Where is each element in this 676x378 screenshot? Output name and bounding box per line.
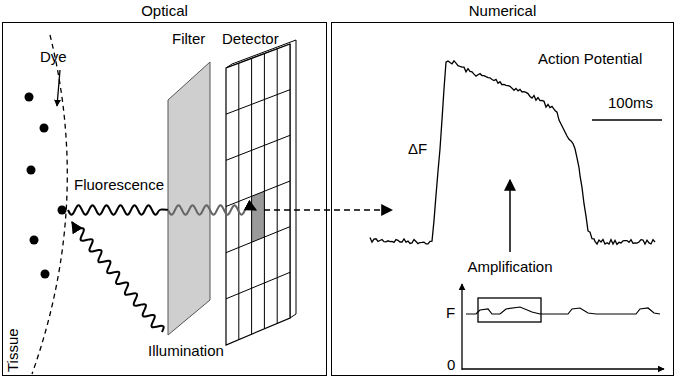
y-axis (461, 284, 462, 370)
filter-label: Filter (172, 30, 205, 48)
dye-pointer (57, 70, 60, 106)
amplification-arrow (509, 180, 511, 252)
dye-dot (30, 236, 39, 245)
tissue-surface (32, 35, 67, 374)
filtered-wave (168, 205, 256, 214)
axis-label: F (446, 304, 455, 322)
panel-heading: Optical (3, 2, 326, 19)
dye-label: Dye (40, 48, 67, 66)
grid-line (226, 181, 290, 207)
illumination-wave (72, 222, 164, 332)
scale-label: 100ms (608, 94, 653, 112)
trace-title: Action Potential (538, 50, 642, 68)
grid-line (226, 272, 290, 299)
grid-line (226, 135, 290, 160)
detector-face (226, 44, 290, 345)
grid-line (226, 227, 290, 253)
detector-grid (226, 40, 296, 345)
dye-dot (41, 270, 50, 279)
action-potential-trace (370, 61, 655, 244)
light-waves (68, 205, 256, 332)
dye-dot (40, 124, 49, 133)
illumination-label: Illumination (148, 342, 224, 360)
dye-dot (27, 166, 36, 175)
grid-line (226, 90, 290, 115)
dye-dot (25, 93, 34, 102)
fluorescence-label: Fluorescence (74, 176, 164, 194)
axis-label: 0 (447, 356, 455, 374)
zoom-box (478, 298, 541, 322)
scale-bar (592, 119, 662, 121)
delta-f-label: ΔF (408, 140, 427, 158)
amplification-label: Amplification (467, 258, 552, 276)
dye-dot (58, 206, 67, 215)
raw-trace (466, 307, 660, 314)
fluorescence-wave (68, 205, 168, 214)
detector-pixel (252, 191, 265, 242)
x-axis (462, 368, 664, 369)
panel: Optical (2, 22, 327, 376)
dye-dots (25, 93, 67, 279)
panel-heading: Numerical (332, 2, 673, 19)
detector-label: Detector (222, 30, 279, 48)
signal-transfer-arrow (264, 209, 392, 211)
filter-plate (168, 62, 210, 335)
panel: Numerical (331, 22, 674, 376)
tissue-label: Tissue (4, 328, 22, 372)
